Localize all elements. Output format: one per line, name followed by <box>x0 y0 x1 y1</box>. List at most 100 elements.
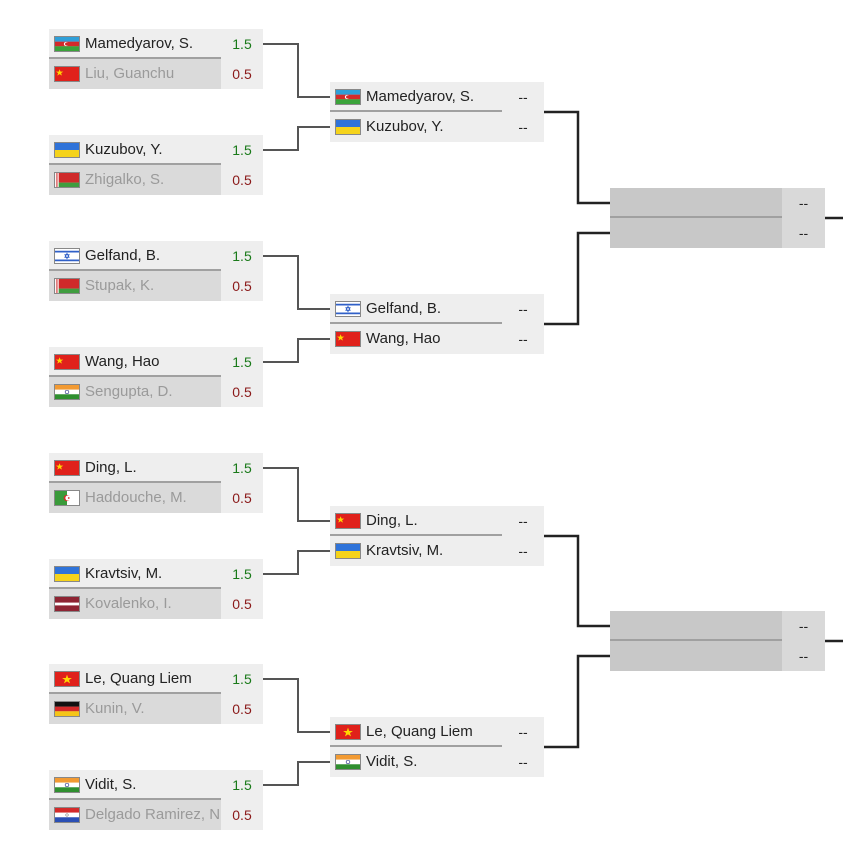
paraguay-flag-icon <box>54 807 80 823</box>
player-name: Le, Quang Liem <box>85 670 192 687</box>
player-row: -- <box>610 611 825 641</box>
round2-match[interactable]: Gelfand, B.--Wang, Hao-- <box>330 294 544 354</box>
player-name-cell: Gelfand, B. <box>49 241 221 271</box>
connector-line <box>544 231 610 326</box>
round2-match[interactable]: Le, Quang Liem-- Vidit, S. -- <box>330 717 544 777</box>
player-row[interactable]: Ding, L.-- <box>330 506 544 536</box>
player-row[interactable]: Haddouche, M.0.5 <box>49 483 263 513</box>
player-score: -- <box>782 641 825 671</box>
player-row[interactable]: Stupak, K. 0.5 <box>49 271 263 301</box>
player-name-cell: Sengupta, D. <box>49 377 221 407</box>
player-name: Vidit, S. <box>366 753 418 770</box>
player-row[interactable]: Zhigalko, S.0.5 <box>49 165 263 195</box>
player-score: 1.5 <box>221 453 263 483</box>
belarus-flag-icon <box>54 172 80 188</box>
player-score: 1.5 <box>221 29 263 59</box>
player-row[interactable]: Mamedyarov, S. 1.5 <box>49 29 263 59</box>
player-row[interactable]: Delgado Ramirez, N.0.5 <box>49 800 263 830</box>
player-score: 1.5 <box>221 770 263 800</box>
player-name-cell <box>610 641 782 671</box>
player-name: Wang, Hao <box>366 330 441 347</box>
player-row[interactable]: Gelfand, B.-- <box>330 294 544 324</box>
player-name-cell: Le, Quang Liem <box>49 664 221 694</box>
player-name-cell: Gelfand, B. <box>330 294 502 324</box>
china-flag-icon <box>335 331 361 347</box>
player-row[interactable]: Ding, L.1.5 <box>49 453 263 483</box>
player-name-cell <box>610 611 782 641</box>
ukraine-flag-icon <box>54 566 80 582</box>
connector-line <box>263 255 330 310</box>
player-name: Kravtsiv, M. <box>85 565 163 582</box>
player-row[interactable]: Sengupta, D. 0.5 <box>49 377 263 407</box>
israel-flag-icon <box>54 248 80 264</box>
player-score: -- <box>782 218 825 248</box>
player-row[interactable]: Gelfand, B.1.5 <box>49 241 263 271</box>
player-row[interactable]: Kuzubov, Y.-- <box>330 112 544 142</box>
player-name-cell: Kuzubov, Y. <box>330 112 502 142</box>
round3-match[interactable]: ---- <box>610 188 825 248</box>
player-row[interactable]: Vidit, S.1.5 <box>49 770 263 800</box>
player-row[interactable]: Mamedyarov, S.-- <box>330 82 544 112</box>
player-row[interactable]: Kovalenko, I. 0.5 <box>49 589 263 619</box>
player-score: 0.5 <box>221 589 263 619</box>
player-score: 0.5 <box>221 800 263 830</box>
ukraine-flag-icon <box>54 142 80 158</box>
player-name-cell: Ding, L. <box>49 453 221 483</box>
player-score: 1.5 <box>221 664 263 694</box>
player-score: 0.5 <box>221 271 263 301</box>
player-name: Stupak, K. <box>85 277 155 294</box>
player-row: -- <box>610 188 825 218</box>
player-score: -- <box>502 536 544 566</box>
connector-line <box>263 43 330 98</box>
player-name-cell: Kravtsiv, M. <box>49 559 221 589</box>
player-name-cell: Le, Quang Liem <box>330 717 502 747</box>
india-flag-icon <box>54 384 80 400</box>
player-name: Gelfand, B. <box>85 247 161 264</box>
china-flag-icon <box>54 460 80 476</box>
player-name-cell: Kunin, V. <box>49 694 221 724</box>
player-name-cell: Zhigalko, S. <box>49 165 221 195</box>
vietnam-flag-icon <box>335 724 361 740</box>
player-score: -- <box>502 747 544 777</box>
player-name: Haddouche, M. <box>85 489 187 506</box>
player-row[interactable]: Kravtsiv, M. 1.5 <box>49 559 263 589</box>
player-row[interactable]: Kravtsiv, M. -- <box>330 536 544 566</box>
player-row[interactable]: Kunin, V.0.5 <box>49 694 263 724</box>
player-row[interactable]: Le, Quang Liem 1.5 <box>49 664 263 694</box>
germany-flag-icon <box>54 701 80 717</box>
player-name-cell: Haddouche, M. <box>49 483 221 513</box>
round2-match[interactable]: Mamedyarov, S.--Kuzubov, Y.-- <box>330 82 544 142</box>
player-name: Mamedyarov, S. <box>366 88 475 105</box>
player-score: 1.5 <box>221 559 263 589</box>
player-name-cell: Vidit, S. <box>330 747 502 777</box>
player-row[interactable]: Vidit, S. -- <box>330 747 544 777</box>
player-name: Wang, Hao <box>85 353 160 370</box>
round2-match[interactable]: Ding, L.-- Kravtsiv, M. -- <box>330 506 544 566</box>
player-name: Mamedyarov, S. <box>85 35 194 52</box>
player-name-cell: Mamedyarov, S. <box>330 82 502 112</box>
ukraine-flag-icon <box>335 119 361 135</box>
round3-match[interactable]: ---- <box>610 611 825 671</box>
player-name: Kravtsiv, M. <box>366 542 444 559</box>
player-score: 1.5 <box>221 135 263 165</box>
player-score: 0.5 <box>221 377 263 407</box>
player-row[interactable]: Le, Quang Liem-- <box>330 717 544 747</box>
player-name-cell <box>610 188 782 218</box>
player-name: Kovalenko, I. <box>85 595 172 612</box>
player-name: Gelfand, B. <box>366 300 442 317</box>
player-score: -- <box>782 188 825 218</box>
player-row[interactable]: Kuzubov, Y.1.5 <box>49 135 263 165</box>
player-name: Sengupta, D. <box>85 383 173 400</box>
player-score: 0.5 <box>221 694 263 724</box>
player-row[interactable]: Wang, Hao-- <box>330 324 544 354</box>
